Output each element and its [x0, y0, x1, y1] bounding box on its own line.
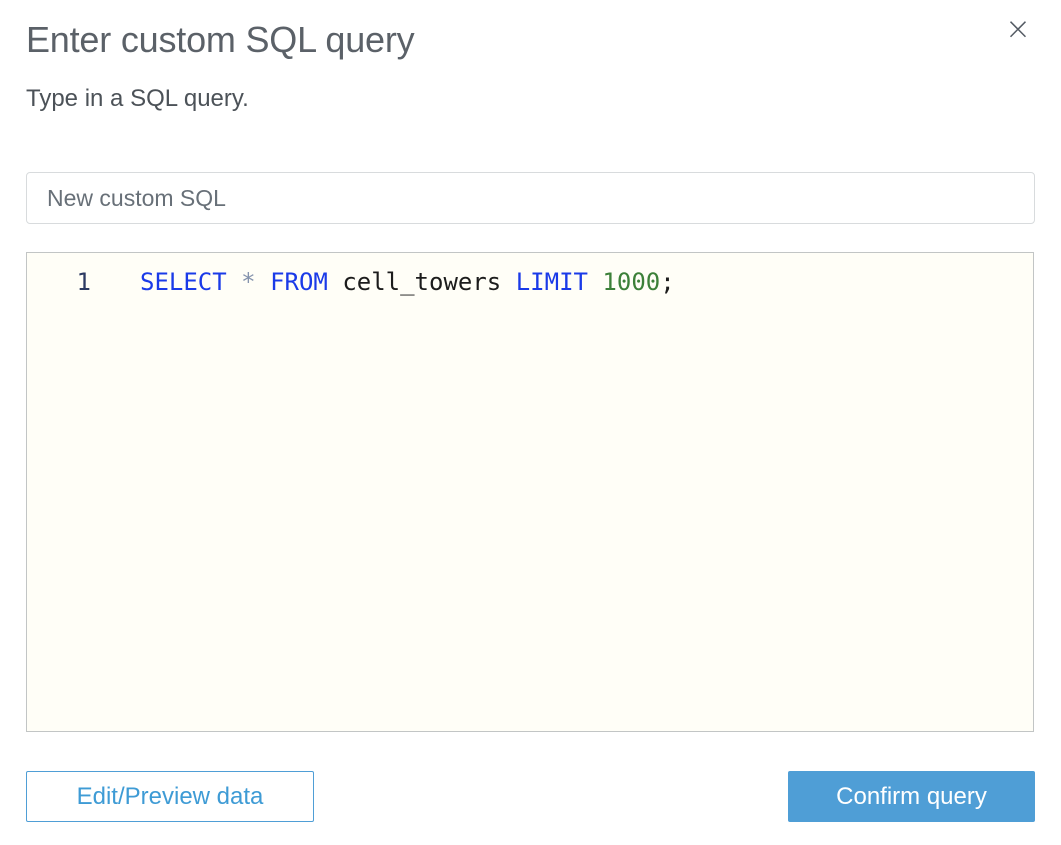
code-row: 1 SELECT * FROM cell_towers LIMIT 1000;: [27, 253, 1033, 298]
dialog-footer: Edit/Preview data Confirm query: [26, 771, 1035, 822]
sql-query-line: SELECT * FROM cell_towers LIMIT 1000;: [91, 266, 675, 298]
dialog-subtitle: Type in a SQL query.: [26, 85, 249, 112]
sql-token-space: [227, 268, 241, 296]
sql-token-semicolon: ;: [660, 268, 675, 296]
sql-token-space: [588, 268, 602, 296]
edit-preview-data-button[interactable]: Edit/Preview data: [26, 771, 314, 822]
sql-token-space: [328, 268, 342, 296]
line-number: 1: [76, 268, 91, 296]
dialog-header: Enter custom SQL query ×: [26, 0, 1035, 62]
sql-token-operator: *: [241, 268, 256, 296]
confirm-query-button[interactable]: Confirm query: [788, 771, 1035, 822]
page-title: Enter custom SQL query: [26, 19, 415, 60]
custom-sql-name-input[interactable]: [26, 172, 1035, 224]
close-icon[interactable]: ×: [1005, 11, 1031, 47]
sql-token-keyword: FROM: [270, 268, 328, 296]
sql-token-table-name: cell_towers: [342, 268, 502, 296]
sql-token-keyword: LIMIT: [515, 268, 588, 296]
sql-token-space: [501, 268, 515, 296]
sql-token-space: [256, 268, 270, 296]
sql-token-keyword: SELECT: [140, 268, 227, 296]
sql-token-number: 1000: [602, 268, 661, 296]
sql-code-editor[interactable]: 1 SELECT * FROM cell_towers LIMIT 1000;: [26, 252, 1034, 732]
